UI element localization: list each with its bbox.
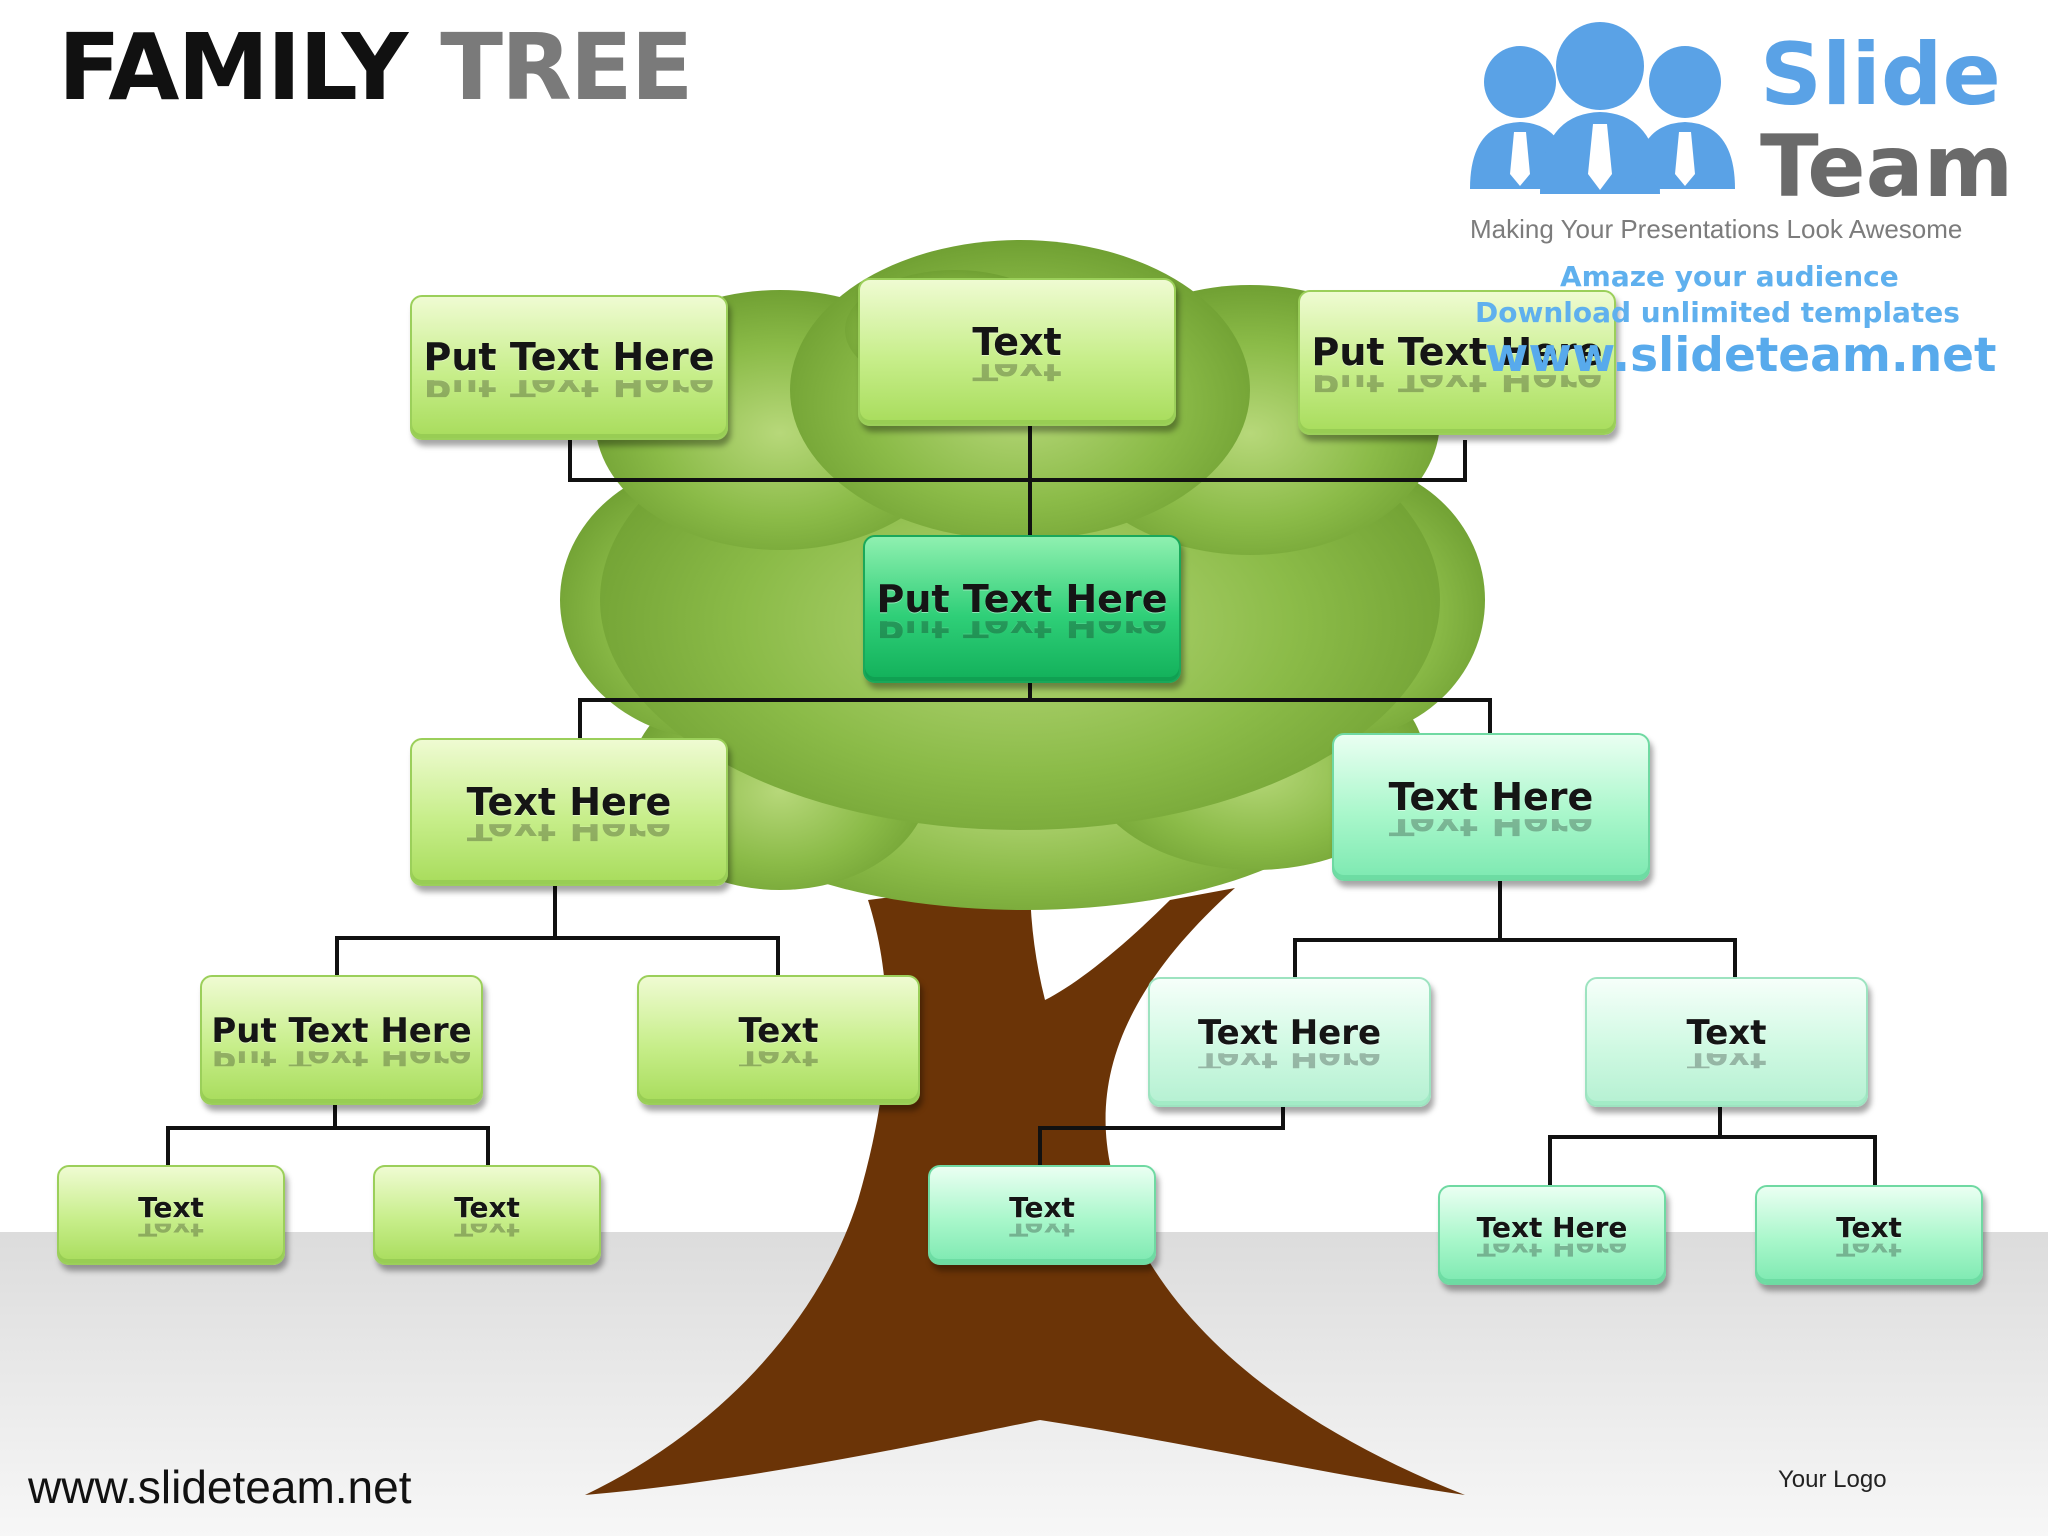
node-label: Text [972, 319, 1062, 364]
connector-line [1548, 1135, 1877, 1185]
node-label: Text [1009, 1191, 1075, 1224]
slideteam-watermark: Slide Team Making Your Presentations Loo… [1440, 14, 2030, 383]
node-label-reflection: Put Text Here [877, 621, 1168, 638]
node-label-reflection: Text [138, 1224, 204, 1237]
node-label: Text [738, 1010, 819, 1051]
node-label-reflection: Text [454, 1224, 520, 1237]
connector-line [568, 440, 1467, 482]
node-label: Text Here [1476, 1211, 1628, 1244]
node-label-reflection: Text [739, 1051, 819, 1066]
logo-placeholder: Your Logo [1778, 1466, 1887, 1493]
connector-line [1293, 938, 1737, 977]
people-logo-icon [1470, 22, 1735, 194]
connector-lines [166, 426, 1877, 1185]
node-label: Text [1836, 1211, 1902, 1244]
brand-tagline: Making Your Presentations Look Awesome [1470, 214, 1963, 244]
node-label-reflection: Text Here [1198, 1053, 1381, 1068]
node-label-reflection: Text Here [467, 824, 672, 841]
connector-line [578, 698, 1492, 738]
node-label-reflection: Text [972, 364, 1061, 381]
connector-line [335, 936, 780, 975]
node-label-reflection: Text [1009, 1224, 1075, 1237]
node-label-reflection: Put Text Here [211, 1051, 471, 1066]
footer-url[interactable]: www.slideteam.net [28, 1461, 412, 1513]
promo-line-1: Amaze your audience [1560, 260, 1899, 293]
node-label: Text Here [466, 779, 672, 824]
node-label: Put Text Here [876, 576, 1168, 621]
title-tree: TREE [440, 14, 693, 121]
node-label: Text [138, 1191, 204, 1224]
node-label-reflection: Text [1687, 1053, 1767, 1068]
node-label: Put Text Here [423, 335, 715, 379]
node-label: Text Here [1388, 774, 1594, 819]
brand-slide-text: Slide [1760, 25, 2001, 125]
node-label: Text [454, 1191, 520, 1224]
node-label-reflection: Put Text Here [424, 380, 715, 397]
node-label: Put Text Here [1311, 330, 1603, 374]
connector-line [166, 1126, 490, 1165]
promo-url-link[interactable]: www.slideteam.net [1485, 328, 1997, 383]
node-label-reflection: Text Here [1477, 1244, 1628, 1257]
node-label-reflection: Text Here [1389, 819, 1594, 836]
title-family: FAMILY [58, 14, 408, 121]
node-label: Text Here [1197, 1012, 1382, 1053]
node-label: Text [1686, 1012, 1767, 1053]
connector-line [1038, 1107, 1285, 1165]
node-label-reflection: Text [1836, 1244, 1902, 1257]
node-label: Put Text Here [211, 1010, 472, 1051]
brand-team-text: Team [1760, 117, 2014, 217]
promo-line-2: Download unlimited templates [1475, 296, 1960, 329]
